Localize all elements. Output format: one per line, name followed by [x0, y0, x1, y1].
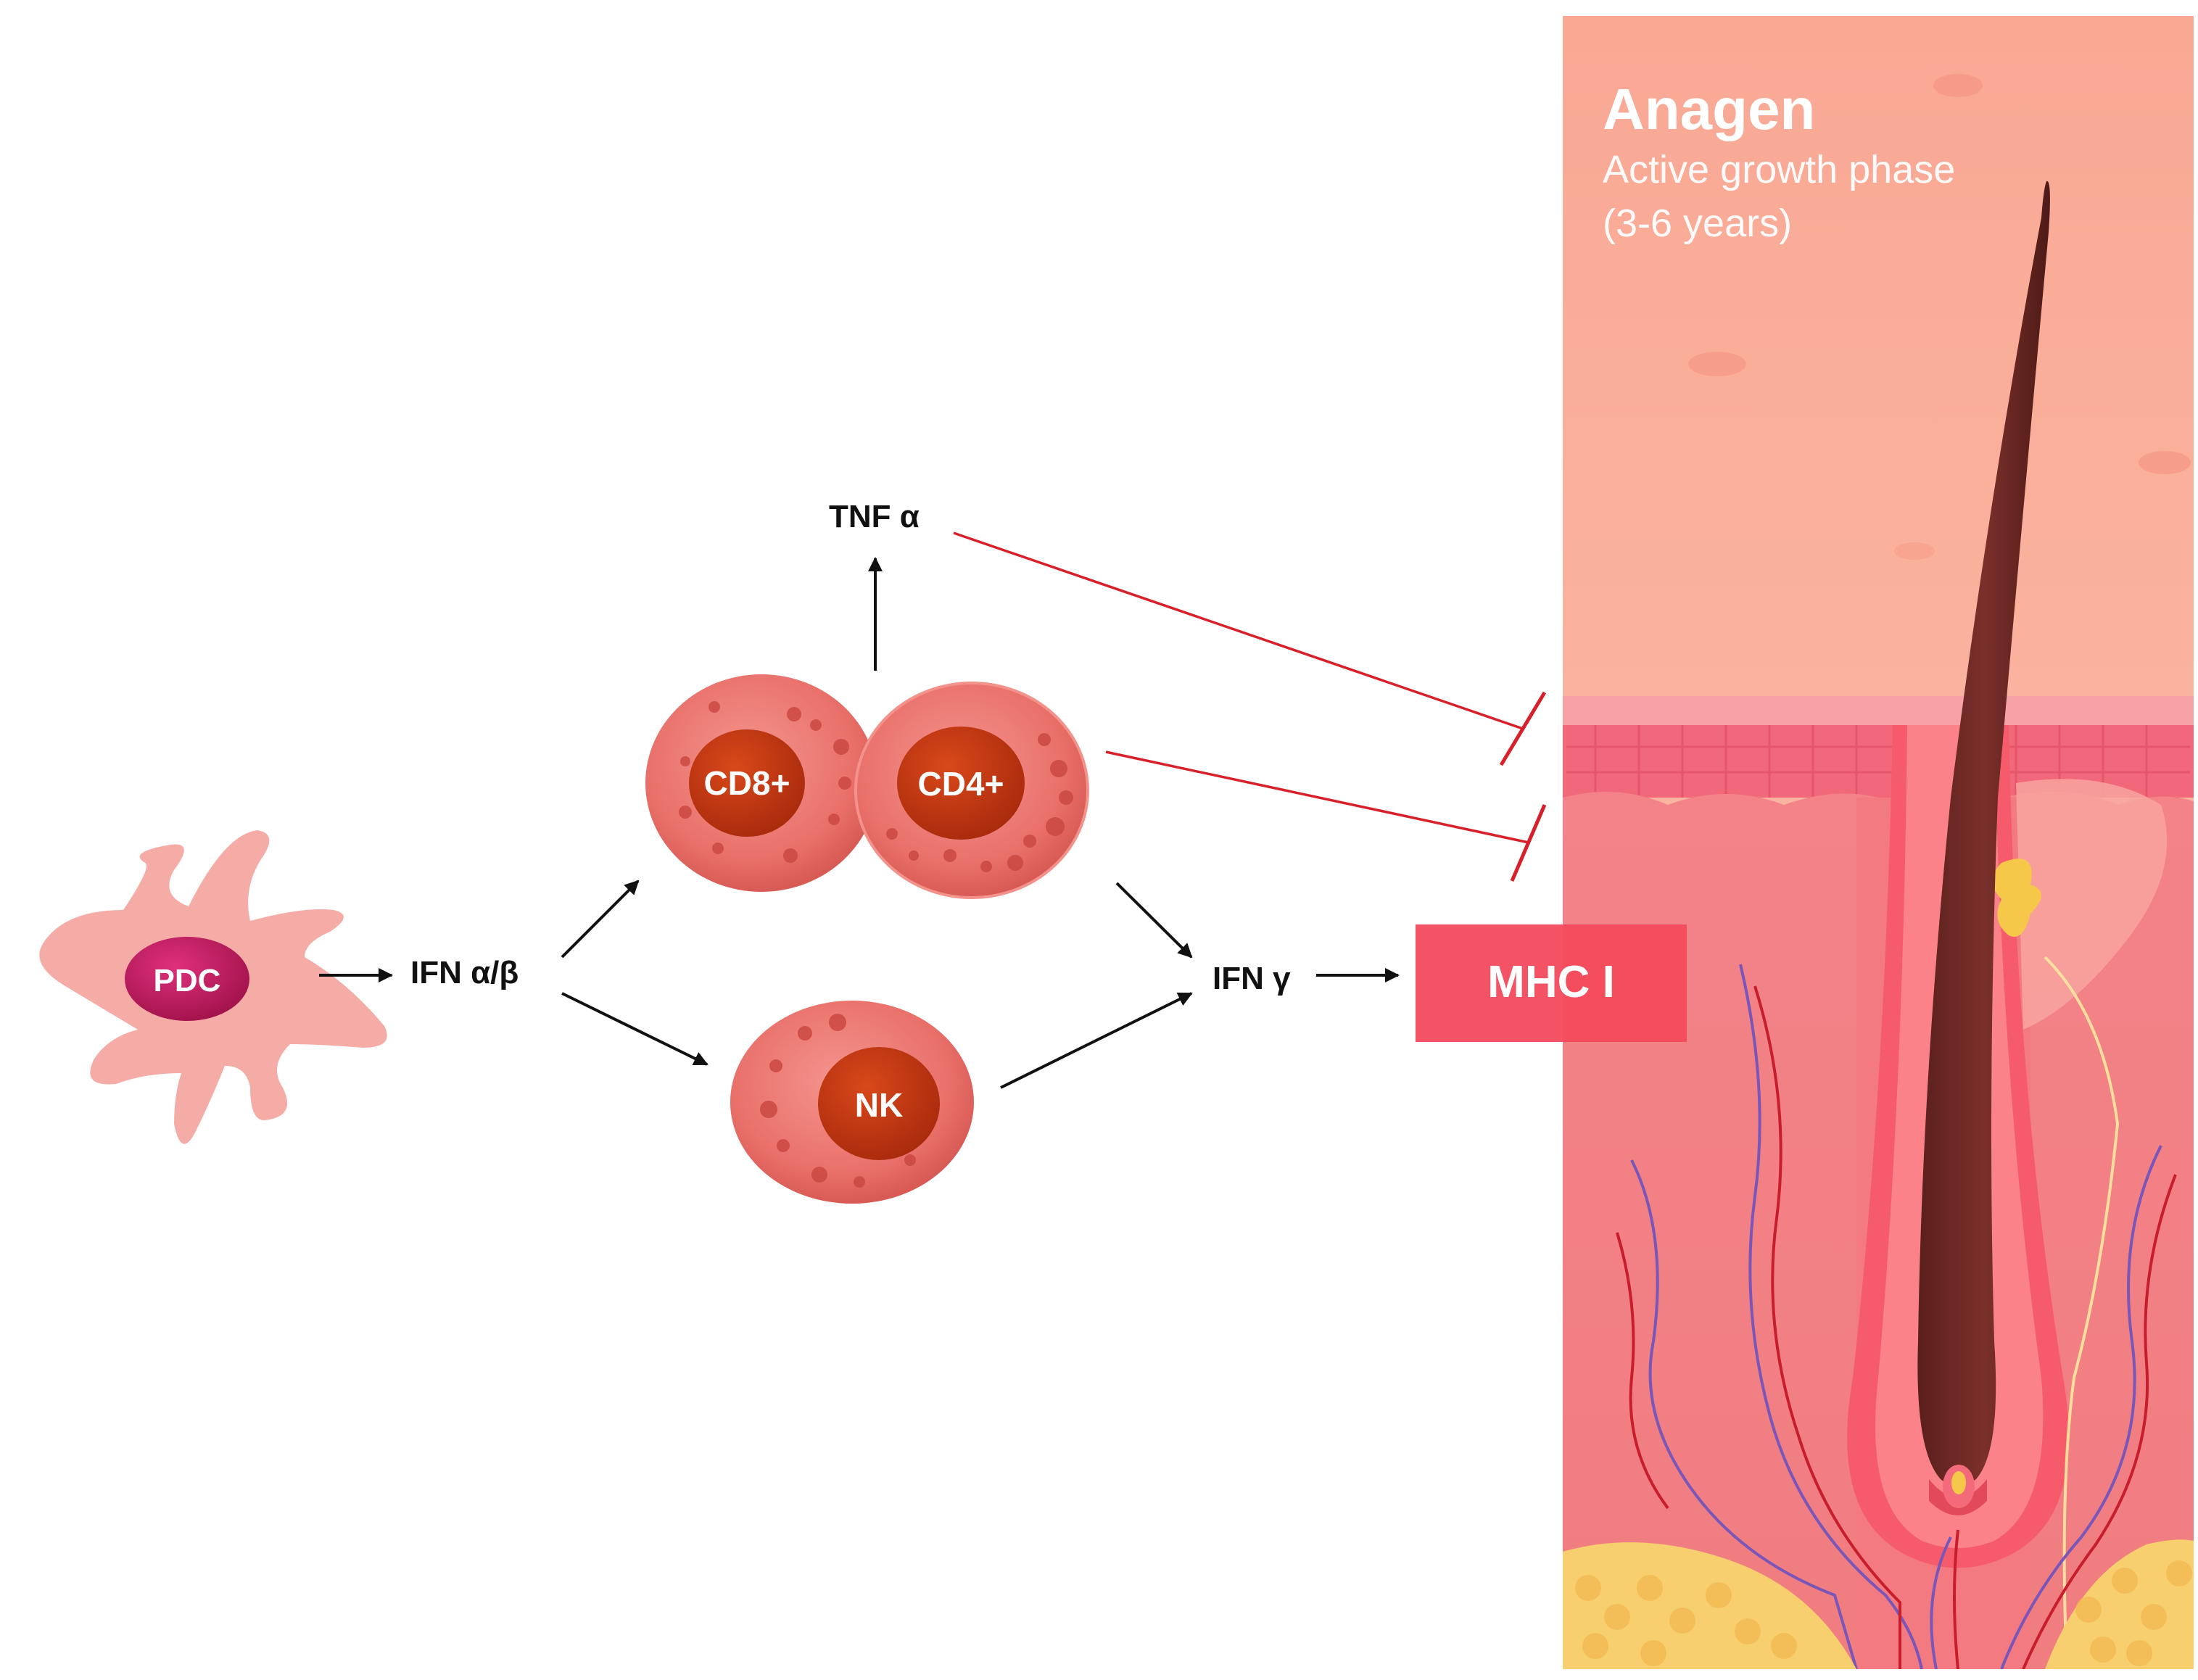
arrow-ifn-to-nk [561, 992, 708, 1066]
nerve-fiber [2044, 956, 2120, 1668]
gland-secretion [1992, 858, 2041, 937]
skin-pore [1933, 74, 1983, 97]
adipose-tissue [1563, 1539, 2194, 1669]
arrow-ifn-to-tcells [561, 880, 640, 959]
ifn-ab-label: IFN α/β [410, 955, 518, 990]
inhibit-cd4 [1105, 750, 1529, 844]
cd8-nucleus [689, 729, 805, 837]
inhibit-bar-cd4 [1510, 804, 1547, 882]
epidermis-band [1563, 696, 2194, 725]
t-cell-icon [645, 674, 877, 892]
nk-cell-icon [730, 1001, 974, 1204]
blood-vessels [1616, 964, 2177, 1669]
phase-duration: (3-6 years) [1603, 202, 1792, 245]
arrow-nk-to-ifng [1000, 992, 1193, 1089]
pdc-nucleus [125, 937, 249, 1021]
hair-follicle-illustration [1563, 16, 2194, 1669]
skin-pore [2139, 451, 2191, 474]
tnf-label: TNF α [829, 499, 920, 534]
activation-arrows [319, 557, 1400, 1089]
inhibit-tnf [953, 531, 1524, 730]
phase-subtitle: Active growth phase [1603, 148, 1955, 191]
inhibit-bar-tnf [1499, 691, 1547, 766]
hair-shaft [1917, 181, 2050, 1486]
papilla-core [1951, 1471, 1966, 1494]
mhc-box [1416, 924, 1687, 1042]
mhc-label: MHC I [1487, 957, 1615, 1007]
nk-nucleus [818, 1047, 940, 1160]
skin-pore [1688, 352, 1746, 376]
phase-title: Anagen [1603, 77, 1815, 141]
skin-pore [1894, 542, 1935, 560]
cd4-label: CD4+ [918, 765, 1004, 803]
arrow-tcell-to-ifng [1115, 882, 1193, 959]
pdc-cell-icon [39, 830, 387, 1144]
pdc-label: PDC [154, 963, 221, 998]
cd8-label: CD8+ [704, 764, 790, 802]
nk-label: NK [855, 1086, 903, 1124]
inhibition-lines [953, 531, 1547, 882]
cd4-nucleus [897, 727, 1025, 840]
ifn-g-label: IFN γ [1212, 961, 1291, 996]
t-cell-icon [854, 682, 1089, 899]
